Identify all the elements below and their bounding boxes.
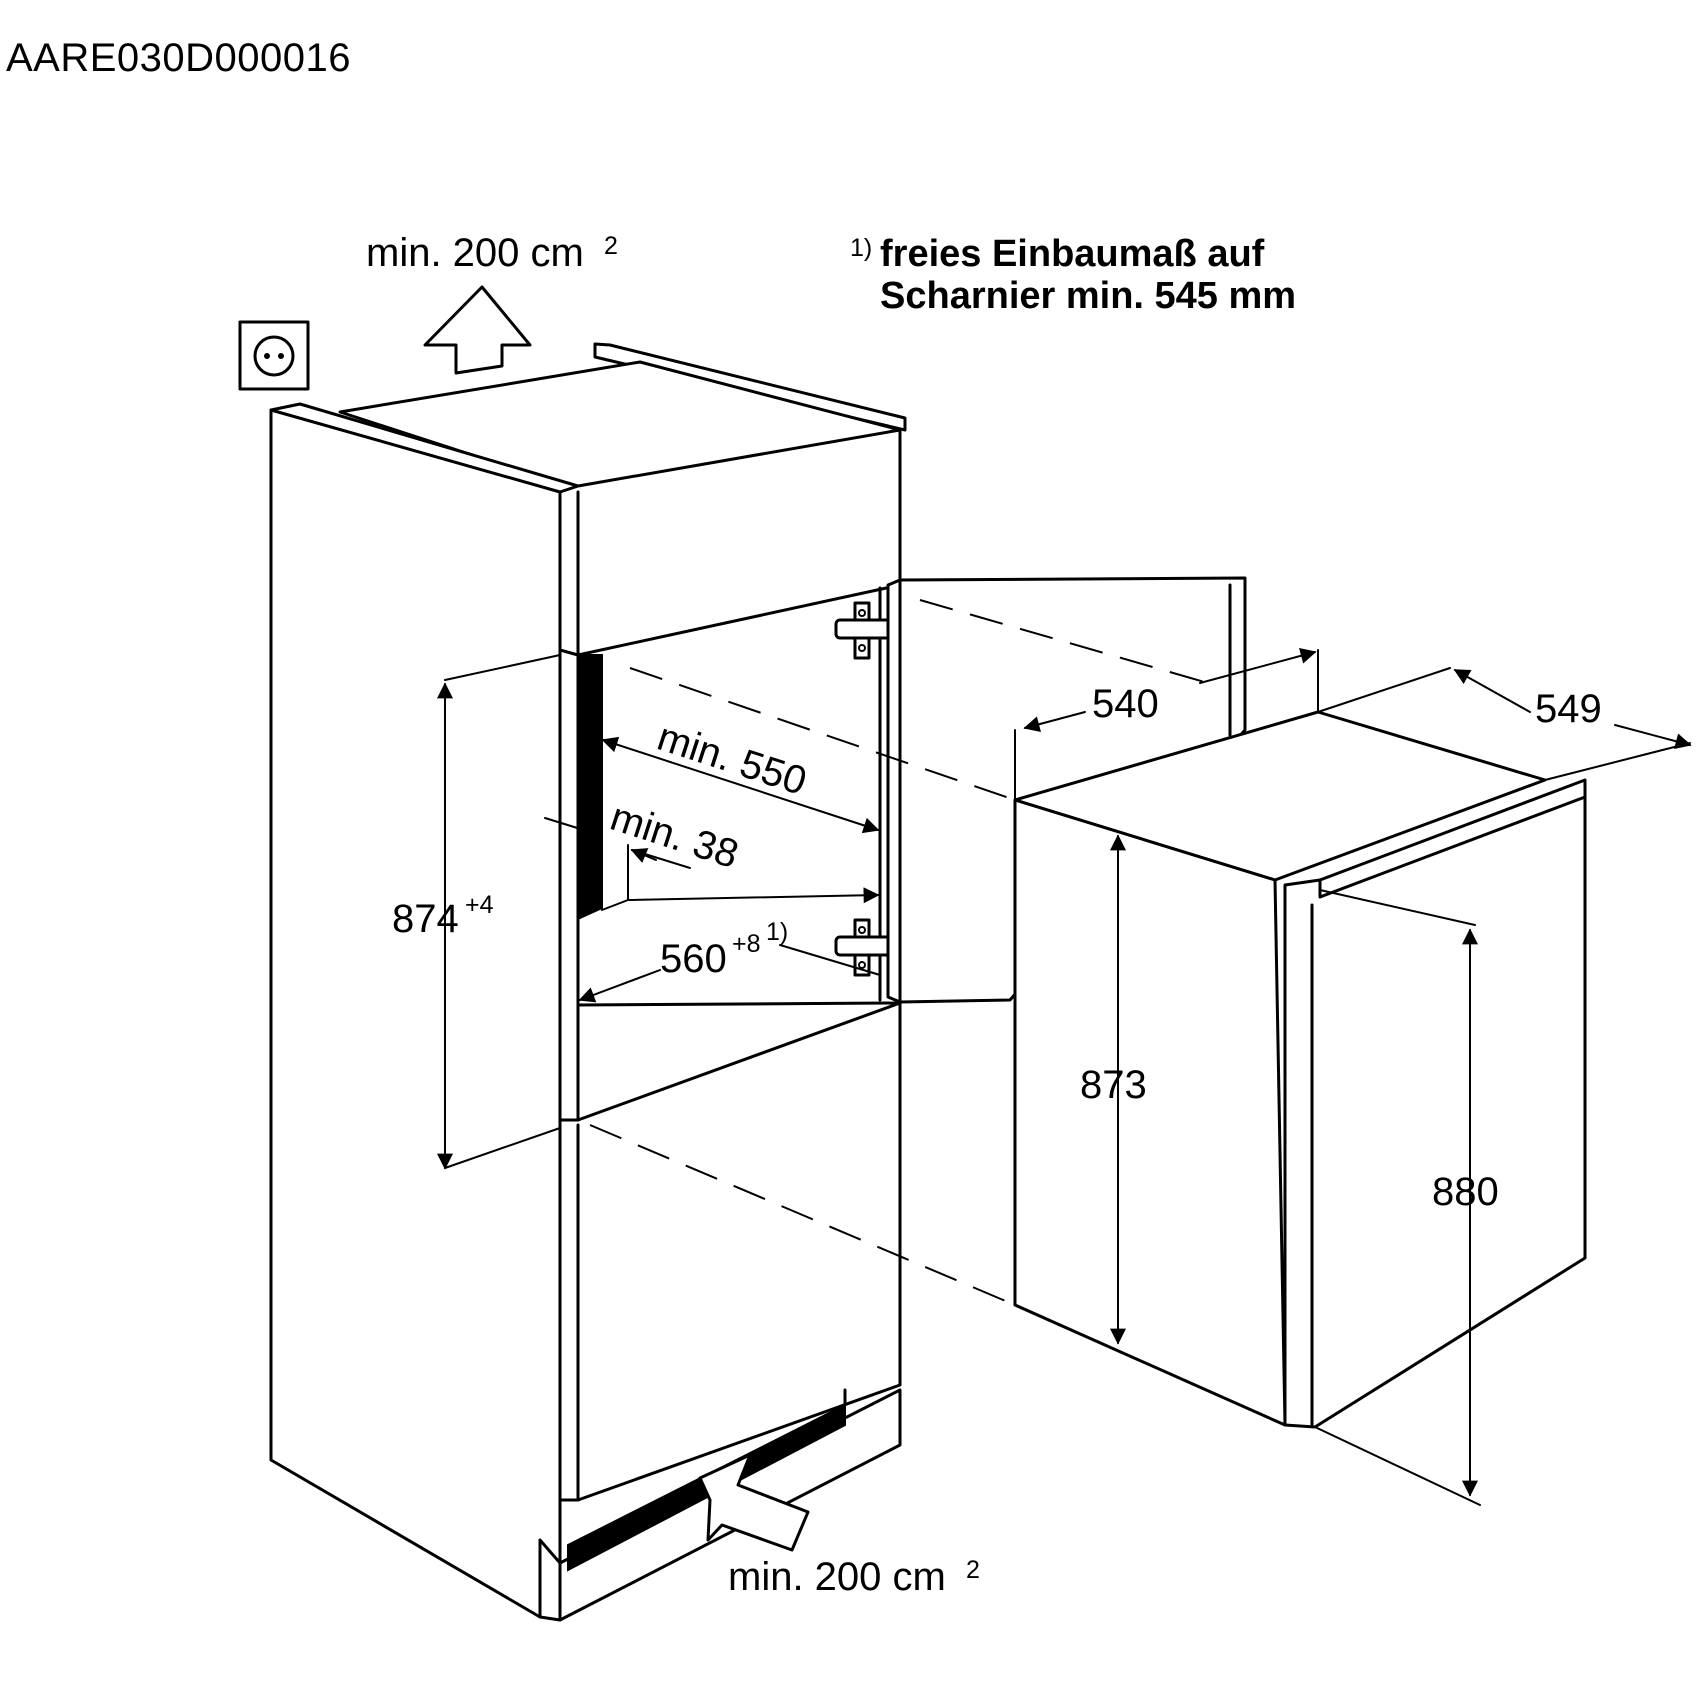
bottom-ventilation-value: min. 200 cm [728,1555,946,1599]
appliance-depth-label: 540 [1092,682,1159,726]
niche-depth-label: min. 550 [652,715,812,804]
niche-width-note: 1) [766,918,788,946]
bottom-ventilation-label: min. 200 cm 2 [728,1555,980,1599]
top-ventilation-arrow-icon [423,285,532,375]
power-socket-icon [238,320,310,391]
niche-width-tolerance: +8 [732,930,761,958]
appliance-total-height-label: 880 [1432,1170,1499,1214]
footnote-line-2: Scharnier min. 545 mm [880,275,1296,317]
footnote-marker: 1) [850,234,872,262]
appliance-width-label: 549 [1535,687,1602,731]
document-id: AARE030D000016 [6,36,352,80]
appliance-body-height-label: 873 [1080,1063,1147,1107]
niche-height-value: 874 [392,897,459,941]
dimension-lines [437,648,1692,1506]
bottom-ventilation-exponent: 2 [966,1556,980,1584]
niche-width-label: 560 +8 1) [660,918,788,981]
niche-height-label: 874 +4 [392,891,494,941]
projection-lines [589,599,1216,1306]
footnote: 1) freies Einbaumaß auf Scharnier min. 5… [850,233,1296,317]
cabinet-niche [269,342,907,1622]
top-ventilation-value: min. 200 cm [366,231,584,275]
appliance-body [1013,710,1587,1429]
bottom-ventilation-arrow-icon [698,1453,810,1552]
niche-width-value: 560 [660,937,727,981]
top-ventilation-label: min. 200 cm 2 [366,231,618,275]
footnote-line-1: freies Einbaumaß auf [880,233,1265,275]
top-ventilation-exponent: 2 [604,232,618,260]
niche-height-tolerance: +4 [465,891,494,919]
gap-label: min. 38 [605,795,743,877]
